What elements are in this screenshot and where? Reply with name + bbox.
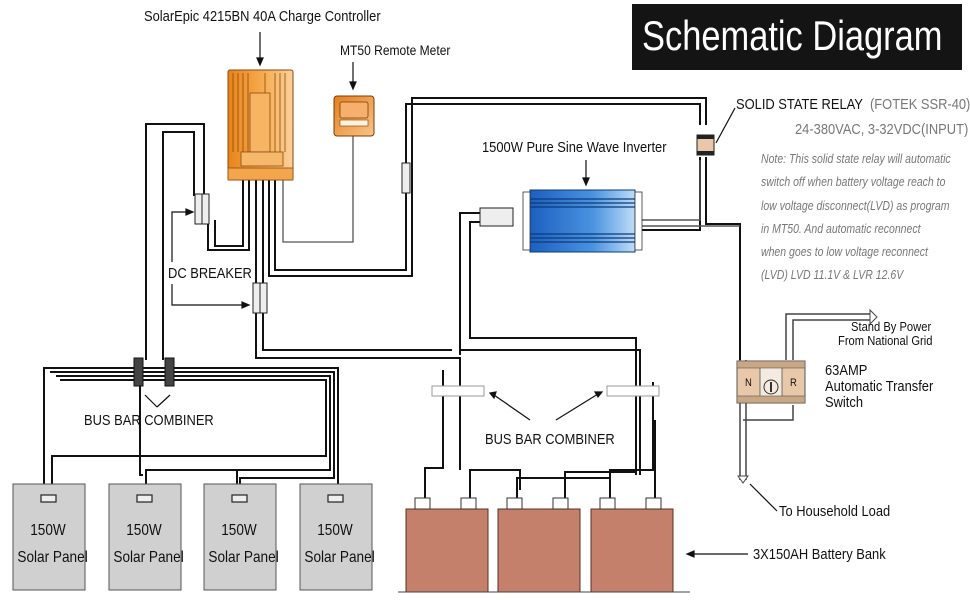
battery[interactable] — [497, 497, 581, 593]
ssr-note: Note: This solid state relay will automa… — [761, 148, 970, 288]
solar-panel[interactable] — [108, 483, 182, 591]
dc-breaker-battery[interactable] — [252, 282, 268, 314]
battery-terminal-negative — [414, 497, 431, 510]
bus-bar-pv-negative[interactable] — [133, 357, 144, 387]
ssr-spec-label: 24-380VAC, 3-32VDC(INPUT) — [795, 121, 969, 138]
standby-power-label-2: From National Grid — [838, 333, 933, 348]
inline-fuse[interactable] — [401, 162, 411, 194]
grid-arrow-icon — [869, 308, 878, 326]
battery-bank-label: 3X150AH Battery Bank — [753, 546, 886, 563]
solar-panel[interactable] — [299, 483, 373, 591]
charge-controller[interactable] — [227, 69, 294, 181]
ats-r-label: R — [790, 377, 797, 389]
note-line: switch off when battery voltage reach to — [761, 175, 946, 190]
dc-breaker-label: DC BREAKER — [168, 265, 252, 282]
ssr-title-label: SOLID STATE RELAY — [736, 96, 863, 113]
junction-box — [231, 494, 248, 503]
note-line: (LVD) LVD 11.1V & LVR 12.6V — [761, 268, 904, 283]
dc-breaker-pv[interactable] — [194, 193, 210, 225]
solar-panel[interactable] — [12, 483, 86, 591]
household-load-label: To Household Load — [779, 503, 891, 520]
ats-load-arrow-icon — [737, 475, 749, 484]
note-line: when goes to low voltage reconnect — [761, 245, 928, 260]
note-line: in MT50. And automatic reconnect — [761, 221, 921, 236]
battery-terminal-positive — [552, 497, 569, 510]
ssr-model-label: (FOTEK SSR-40) — [870, 96, 970, 113]
battery-terminal-negative — [599, 497, 616, 510]
standby-power-label-1: Stand By Power — [851, 319, 932, 334]
wiring — [43, 97, 870, 498]
bus-bar-combiner-label-left: BUS BAR COMBINER — [84, 412, 214, 429]
inverter[interactable] — [522, 189, 643, 253]
note-line: Note: This solid state relay will automa… — [761, 152, 951, 166]
ats-label-3: Switch — [825, 394, 864, 411]
bus-bar-battery-positive[interactable] — [606, 385, 660, 397]
inverter-label: 1500W Pure Sine Wave Inverter — [482, 139, 667, 156]
charge-controller-label: SolarEpic 4215BN 40A Charge Controller — [144, 8, 381, 25]
ats-n-label: N — [745, 377, 752, 389]
bus-bar-battery-negative[interactable] — [431, 385, 485, 397]
junction-box — [136, 494, 153, 503]
battery[interactable] — [590, 497, 674, 593]
junction-box — [327, 494, 344, 503]
title-banner: Schematic Diagram — [632, 4, 962, 70]
ats-label-1: 63AMP — [825, 362, 868, 379]
bus-bar-pv-positive[interactable] — [164, 357, 175, 387]
automatic-transfer-switch[interactable] — [736, 360, 806, 404]
solar-panel[interactable] — [203, 483, 277, 591]
solid-state-relay[interactable] — [696, 134, 715, 156]
mt50-remote-meter[interactable] — [333, 95, 375, 137]
junction-box — [40, 494, 57, 503]
ats-label-2: Automatic Transfer — [825, 378, 934, 395]
battery[interactable] — [405, 497, 489, 593]
battery-terminal-positive — [460, 497, 477, 510]
ac-wiring — [640, 160, 740, 227]
pointer-arrows — [144, 32, 778, 558]
note-line: low voltage disconnect(LVD) as program — [761, 198, 950, 213]
battery-terminal-negative — [506, 497, 523, 510]
dc-breaker-inverter[interactable] — [479, 207, 514, 227]
battery-terminal-positive — [645, 497, 662, 510]
diagram-title: Schematic Diagram — [642, 12, 943, 59]
bus-bar-combiner-label-right: BUS BAR COMBINER — [485, 431, 615, 448]
remote-meter-label: MT50 Remote Meter — [340, 42, 451, 58]
